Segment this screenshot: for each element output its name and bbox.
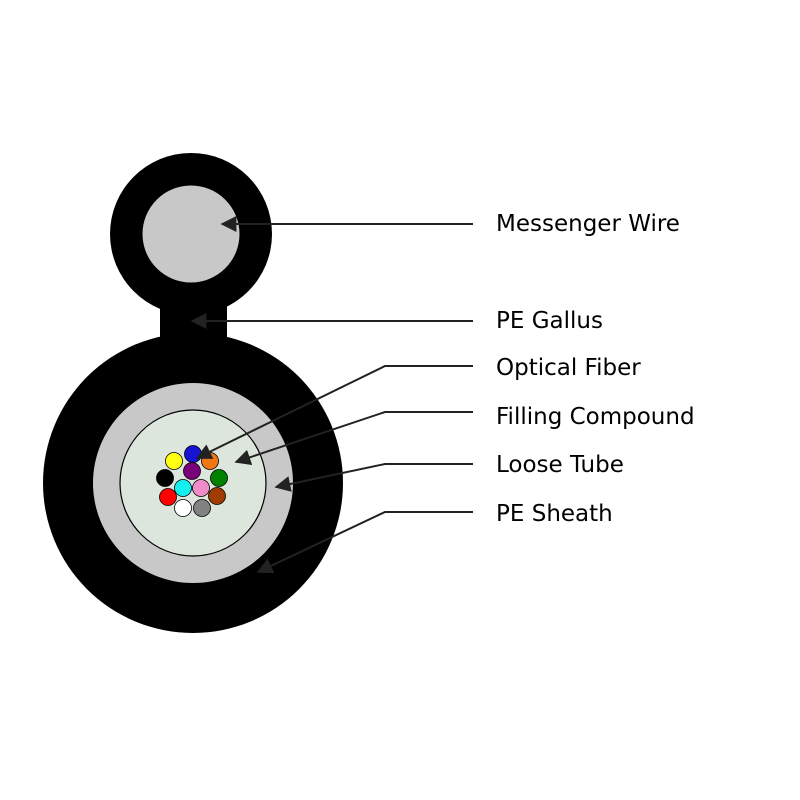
- optical-fiber-strand: [210, 469, 228, 487]
- messenger-wire: [141, 184, 241, 284]
- label-filling-compound: Filling Compound: [496, 404, 695, 430]
- optical-fiber-strand: [159, 488, 177, 506]
- optical-fiber-bundle: [156, 445, 228, 517]
- leader-lines: [190, 216, 473, 574]
- optical-fiber-strand: [156, 469, 174, 487]
- leader-loose-tube: [274, 463, 473, 492]
- filling-compound: [119, 409, 267, 557]
- optical-fiber-strand: [184, 445, 202, 463]
- optical-fiber-strand: [165, 452, 183, 470]
- label-messenger-wire: Messenger Wire: [496, 211, 680, 237]
- optical-fiber-strand: [208, 487, 226, 505]
- leader-pe-sheath: [256, 511, 473, 574]
- optical-fiber-strand: [192, 479, 210, 497]
- label-pe-sheath: PE Sheath: [496, 501, 613, 527]
- leader-filling-compound: [234, 411, 473, 466]
- label-loose-tube: Loose Tube: [496, 452, 624, 478]
- label-optical-fiber: Optical Fiber: [496, 355, 641, 381]
- optical-fiber-strand: [193, 499, 211, 517]
- label-pe-gallus: PE Gallus: [496, 308, 603, 334]
- optical-fiber-strand: [174, 479, 192, 497]
- optical-fiber-strand: [183, 462, 201, 480]
- leader-optical-fiber: [195, 365, 473, 459]
- optical-fiber-strand: [174, 499, 192, 517]
